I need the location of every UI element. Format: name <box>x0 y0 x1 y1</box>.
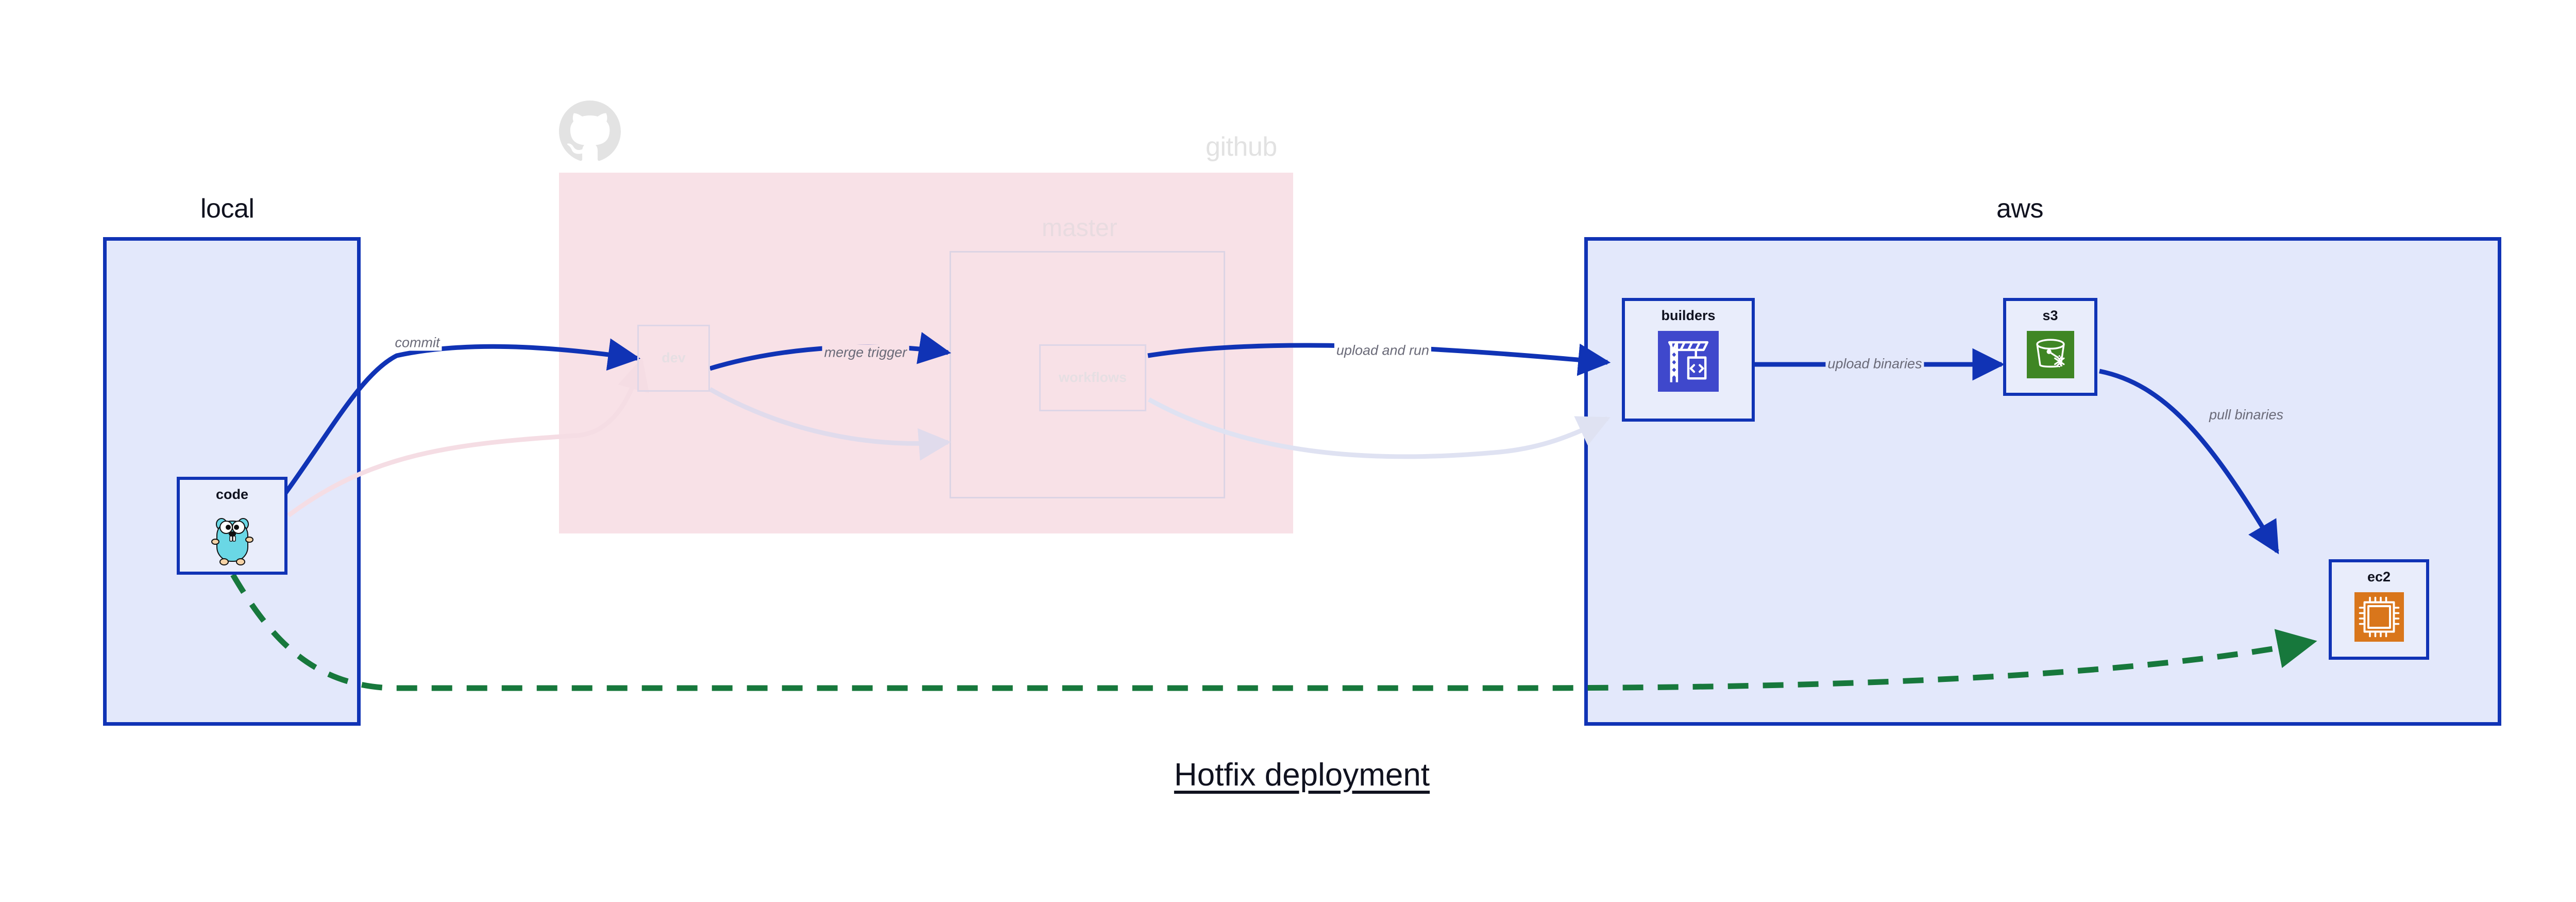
edge-faded-code-dev <box>287 357 650 517</box>
diagram-title: Hotfix deployment <box>1174 757 1430 793</box>
aws-codebuild-icon <box>1658 330 1719 392</box>
edge-label-upload-binaries: upload binaries <box>1825 356 1924 372</box>
node-code[interactable]: code <box>177 477 287 575</box>
edge-faded-workflows-builders <box>1147 397 1611 459</box>
group-label-local: local <box>200 194 255 224</box>
edge-label-upload-and-run: upload and run <box>1334 342 1432 359</box>
node-dev-label: dev <box>662 350 686 366</box>
edge-label-commit: commit <box>393 335 442 351</box>
edge-label-pull-binaries: pull binaries <box>2207 407 2286 423</box>
aws-s3-glacier-icon <box>2026 330 2074 378</box>
node-builders[interactable]: builders <box>1622 298 1755 422</box>
node-s3[interactable]: s3 <box>2003 298 2097 396</box>
node-ec2[interactable]: ec2 <box>2329 559 2429 660</box>
edge-label-merge-trigger: merge trigger <box>822 344 909 361</box>
node-ec2-label: ec2 <box>2367 569 2391 584</box>
edge-hotfix-direct <box>230 573 2317 691</box>
node-workflows-label: workflows <box>1058 370 1127 386</box>
node-dev[interactable]: dev <box>637 325 710 392</box>
subgroup-label-master: master <box>1042 214 1117 242</box>
edge-pull-binaries <box>2099 369 2279 555</box>
node-builders-label: builders <box>1661 308 1716 323</box>
node-code-label: code <box>215 487 249 502</box>
group-label-aws: aws <box>1996 194 2043 224</box>
subgroup-master <box>950 251 1225 498</box>
group-label-github: github <box>1206 132 1277 162</box>
node-s3-label: s3 <box>2042 308 2058 323</box>
github-octocat-icon <box>559 101 621 161</box>
edge-faded-dev-workflows <box>708 387 952 461</box>
go-gopher-icon <box>211 517 253 565</box>
edge-commit <box>255 338 641 532</box>
aws-ec2-icon <box>2354 592 2404 642</box>
node-workflows[interactable]: workflows <box>1039 344 1146 411</box>
